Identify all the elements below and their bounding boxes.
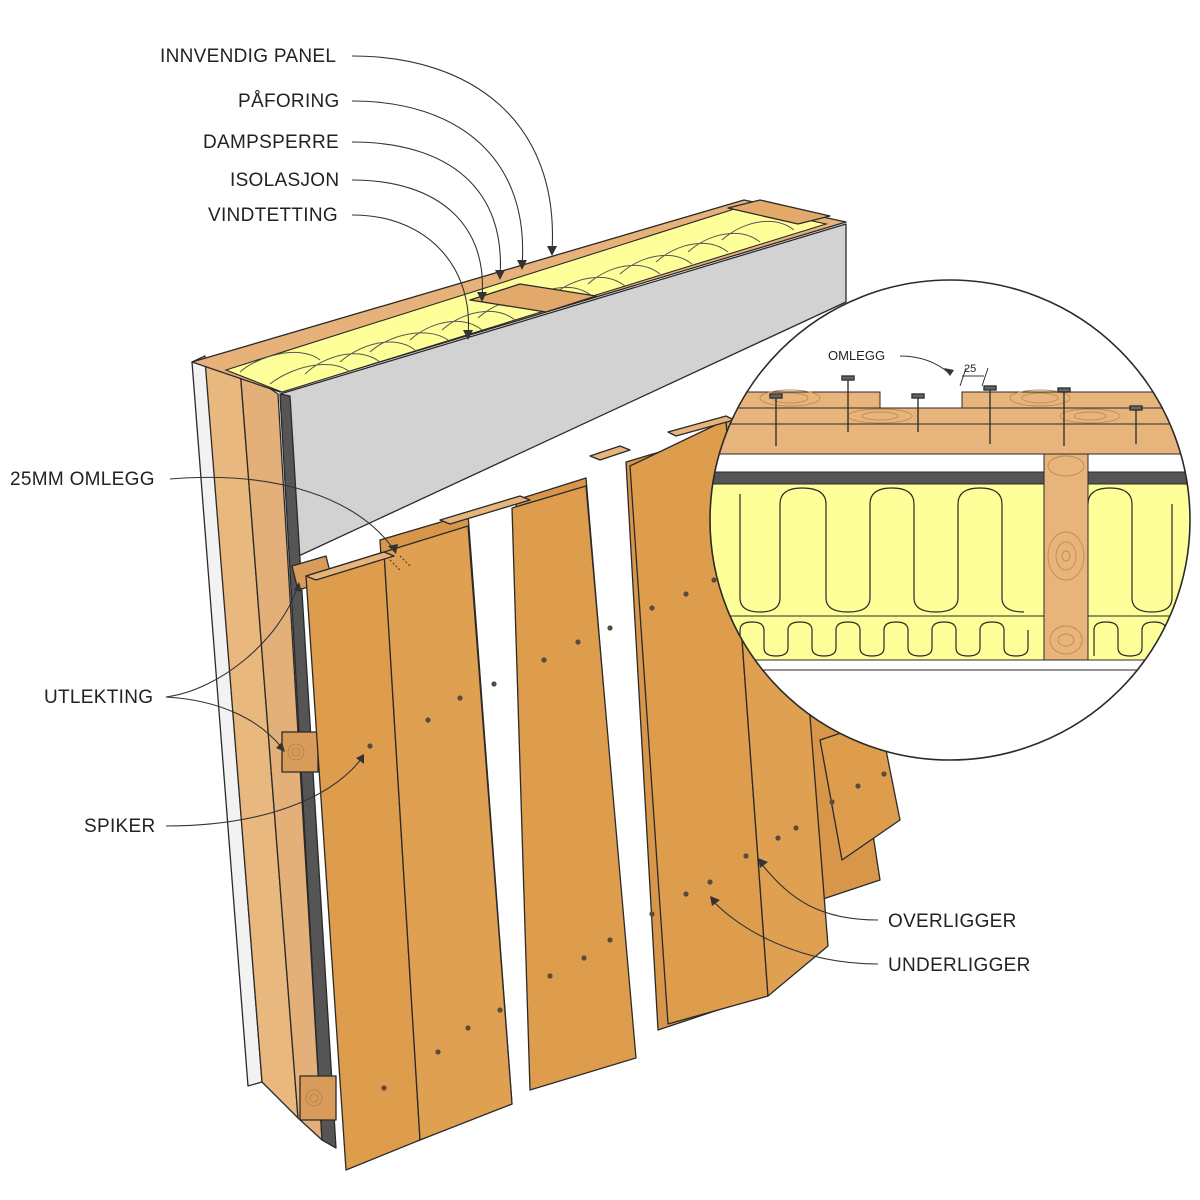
wall-section	[191, 199, 901, 1171]
detail-omlegg-label: OMLEGG	[828, 348, 885, 363]
detail-screws	[769, 375, 1143, 446]
board-top-1	[305, 551, 395, 581]
label-vindtetting: VINDTETTING	[208, 205, 338, 226]
nails	[367, 577, 887, 1091]
detail-inset: OMLEGG 25	[709, 279, 1191, 761]
label-utlekting: UTLEKTING	[44, 687, 153, 708]
board-over-3	[511, 485, 637, 1091]
label-innvendig-panel: INNVENDIG PANEL	[160, 46, 336, 67]
insulation-waves	[239, 220, 795, 385]
label-dampsperre: DAMPSPERRE	[203, 132, 339, 153]
label-spiker: SPIKER	[84, 816, 156, 837]
board-over-2	[383, 525, 513, 1141]
labels: INNVENDIG PANEL PÅFORING DAMPSPERRE ISOL…	[10, 46, 1031, 976]
detail-dimension-label: 25	[964, 363, 976, 375]
board-top-3	[589, 445, 631, 461]
label-overligger: OVERLIGGER	[888, 911, 1017, 932]
label-25mm-omlegg: 25MM OMLEGG	[10, 469, 155, 490]
cladding-boards	[305, 409, 901, 1171]
board-top-2	[439, 495, 531, 525]
stud-top-2	[727, 199, 831, 225]
label-paforing: PÅFORING	[238, 91, 340, 112]
label-isolasjon: ISOLASJON	[230, 170, 339, 191]
stud-top-1	[469, 283, 597, 313]
label-underligger: UNDERLIGGER	[888, 955, 1031, 976]
